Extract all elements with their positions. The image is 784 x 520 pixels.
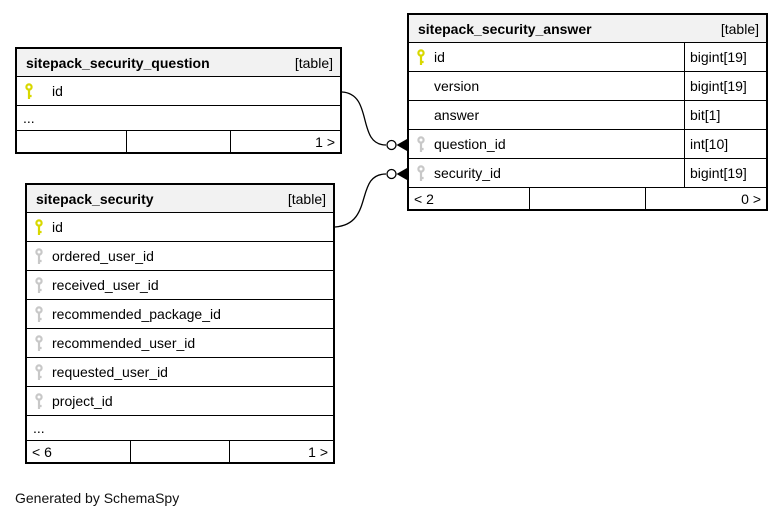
- column-row-recommended-user-id[interactable]: recommended_user_id: [27, 329, 333, 358]
- ellipsis-row: ...: [27, 416, 333, 441]
- table-type-label: [table]: [294, 54, 333, 71]
- column-name: id: [52, 83, 63, 99]
- column-row-requested-user-id[interactable]: requested_user_id: [27, 358, 333, 387]
- edge-security-id: [334, 168, 407, 228]
- table-footer: < 6 1 >: [27, 441, 333, 462]
- footer-cell-middle: [130, 441, 229, 462]
- footer-cell-middle: [529, 188, 645, 209]
- column-name: id: [434, 49, 445, 65]
- column-type: bit[1]: [684, 101, 766, 129]
- generator-note: Generated by SchemaSpy: [15, 490, 180, 506]
- footer-cell-right: 1 >: [230, 131, 340, 152]
- column-row-project-id[interactable]: project_id: [27, 387, 333, 416]
- foreign-key-icon: [27, 247, 52, 265]
- footer-cell-left: [17, 131, 126, 152]
- table-sitepack-security[interactable]: sitepack_security [table] id ordered_use…: [25, 183, 335, 464]
- table-footer: 1 >: [17, 131, 340, 152]
- table-name[interactable]: sitepack_security_question: [26, 54, 210, 71]
- column-row-id[interactable]: id bigint[19]: [409, 43, 766, 72]
- table-header[interactable]: sitepack_security_question [table]: [17, 49, 340, 77]
- column-name: answer: [434, 107, 480, 123]
- column-name: requested_user_id: [52, 364, 168, 380]
- foreign-key-icon: [27, 392, 52, 410]
- column-type: bigint[19]: [684, 72, 766, 100]
- foreign-key-icon: [409, 135, 434, 153]
- column-row-ordered-user-id[interactable]: ordered_user_id: [27, 242, 333, 271]
- column-type: int[10]: [684, 130, 766, 158]
- column-row-id[interactable]: id: [27, 213, 333, 242]
- table-footer: < 2 0 >: [409, 188, 766, 209]
- foreign-key-icon: [27, 305, 52, 323]
- column-name: recommended_package_id: [52, 306, 221, 322]
- edge-circle-marker: [386, 168, 397, 180]
- footer-cell-left: < 6: [32, 443, 52, 460]
- foreign-key-icon: [27, 334, 52, 352]
- table-sitepack-security-answer[interactable]: sitepack_security_answer [table] id bigi…: [407, 13, 768, 211]
- column-name: id: [52, 219, 63, 235]
- column-type: bigint[19]: [684, 159, 766, 187]
- column-name: ordered_user_id: [52, 248, 154, 264]
- table-header[interactable]: sitepack_security_answer [table]: [409, 15, 766, 43]
- ellipsis-row: ...: [17, 106, 340, 131]
- column-row-recommended-package-id[interactable]: recommended_package_id: [27, 300, 333, 329]
- column-name: version: [434, 78, 480, 94]
- column-name: recommended_user_id: [52, 335, 196, 351]
- primary-key-icon: [409, 48, 434, 66]
- column-row-version[interactable]: version bigint[19]: [409, 72, 766, 101]
- primary-key-icon: [17, 82, 42, 100]
- column-name: question_id: [434, 136, 506, 152]
- column-row-security-id[interactable]: security_id bigint[19]: [409, 159, 766, 188]
- table-name[interactable]: sitepack_security_answer: [418, 20, 592, 37]
- footer-cell-middle: [125, 131, 231, 152]
- foreign-key-icon: [27, 363, 52, 381]
- foreign-key-icon: [409, 164, 434, 182]
- edge-arrowhead: [396, 168, 407, 180]
- footer-cell-left: < 2: [414, 190, 434, 207]
- column-name: security_id: [434, 165, 501, 181]
- edge-question-id: [341, 91, 407, 151]
- column-row-answer[interactable]: answer bit[1]: [409, 101, 766, 130]
- edge-arrowhead: [396, 139, 407, 151]
- column-name: project_id: [52, 393, 113, 409]
- table-type-label: [table]: [287, 190, 326, 207]
- edge-circle-marker: [386, 139, 397, 151]
- table-type-label: [table]: [720, 20, 759, 37]
- column-name: received_user_id: [52, 277, 159, 293]
- column-type: bigint[19]: [684, 43, 766, 71]
- foreign-key-icon: [27, 276, 52, 294]
- footer-cell-right: 1 >: [229, 441, 333, 462]
- primary-key-icon: [27, 218, 52, 236]
- table-sitepack-security-question[interactable]: sitepack_security_question [table] id ..…: [15, 47, 342, 154]
- footer-cell-right: 0 >: [645, 188, 766, 209]
- column-row-received-user-id[interactable]: received_user_id: [27, 271, 333, 300]
- column-row-question-id[interactable]: question_id int[10]: [409, 130, 766, 159]
- table-header[interactable]: sitepack_security [table]: [27, 185, 333, 213]
- table-name[interactable]: sitepack_security: [36, 190, 154, 207]
- column-row-id[interactable]: id: [17, 77, 340, 106]
